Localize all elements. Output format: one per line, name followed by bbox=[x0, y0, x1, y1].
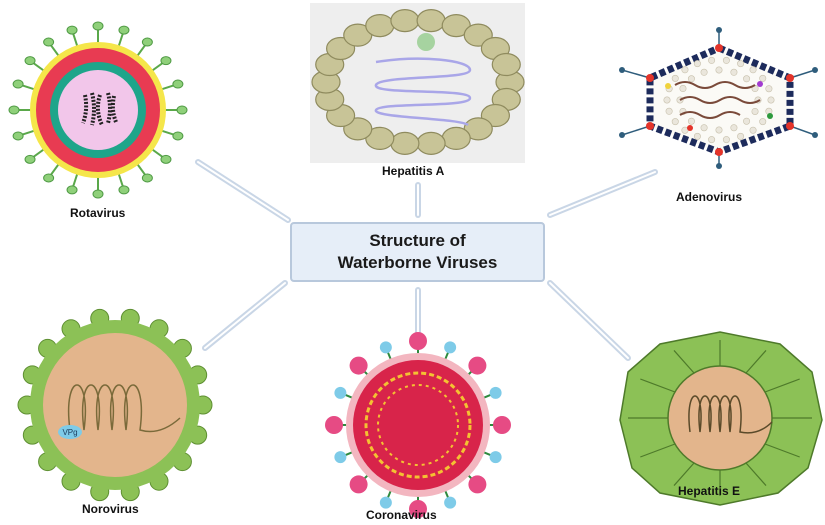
adenovirus-illustration bbox=[619, 27, 818, 169]
label-coronavirus: Coronavirus bbox=[366, 508, 437, 522]
hepatitis-a-illustration bbox=[310, 3, 525, 163]
rotavirus-illustration bbox=[8, 21, 188, 199]
norovirus-illustration bbox=[17, 308, 213, 502]
label-adenovirus: Adenovirus bbox=[676, 190, 743, 204]
connector-cores bbox=[197, 161, 656, 359]
label-rotavirus: Rotavirus bbox=[70, 206, 126, 220]
label-hepatitis-a: Hepatitis A bbox=[382, 164, 445, 178]
title-line-1: Structure of bbox=[369, 231, 466, 250]
coronavirus-illustration bbox=[325, 332, 511, 518]
hepatitis-e-illustration bbox=[619, 331, 823, 506]
center-title-box: Structure of Waterborne Viruses bbox=[290, 222, 545, 282]
label-hepatitis-e: Hepatitis E bbox=[678, 484, 741, 498]
title-line-2: Waterborne Viruses bbox=[337, 253, 498, 272]
norovirus-vpg-label: VPg bbox=[62, 428, 77, 437]
label-norovirus: Norovirus bbox=[82, 502, 139, 516]
